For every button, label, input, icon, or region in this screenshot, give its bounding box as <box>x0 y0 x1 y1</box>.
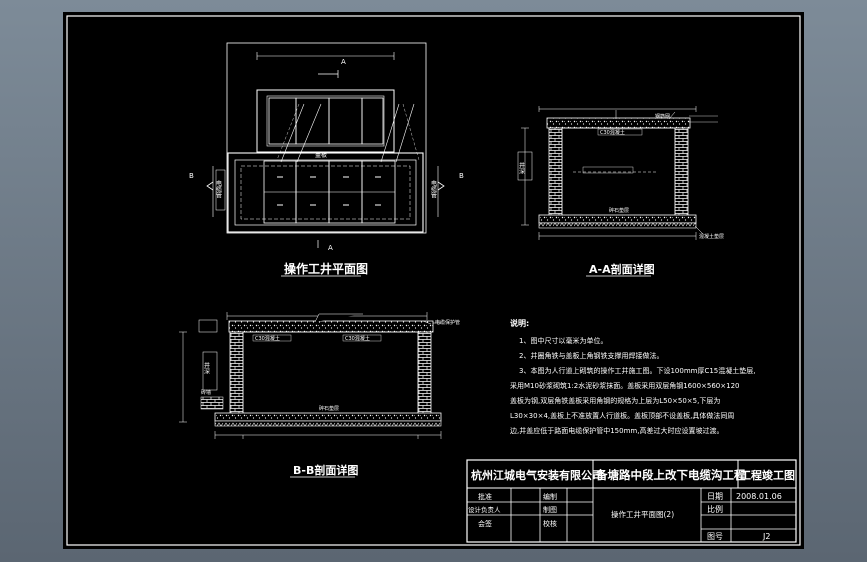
aa-label-cushion: 混凝土垫层 <box>699 233 724 240</box>
number-label: 图号 <box>707 532 723 541</box>
plan-label-pipe-left: 电缆管 <box>215 179 222 199</box>
title-block: 杭州江城电气安装有限公司 备塘路中段上改下电缆沟工程 工程竣工图 批准 设计负责… <box>466 459 797 543</box>
bb-label-depth: 井深 <box>203 361 210 375</box>
aa-label-rebar: 钢筋网 <box>655 113 670 120</box>
project-name: 备塘路中段上改下电缆沟工程 <box>595 468 746 482</box>
date-value: 2008.01.06 <box>736 492 782 501</box>
plan-section-b-right: B <box>459 172 464 180</box>
note-line-5: 盖板为钢,双层角铁盖板采用角钢的规格为上层为L50×50×5,下层为 <box>510 396 720 405</box>
note-line-3: 3、本图为人行道上砌筑的操作工井施工图。下设100mm厚C15混凝土垫层, <box>519 366 755 375</box>
aa-section-view: 井深 C30混凝土 钢筋网 碎石垫层 混凝土垫层 A-A剖面详图 <box>518 106 724 277</box>
note-line-2: 2、井圈角铁与盖板上角钢铁支撑用焊接做法。 <box>519 351 663 360</box>
bb-section-view: 井深 砖墙 C30混凝土 C30混凝土 碎石垫层 电缆保护管 B-B剖面详图 <box>179 312 460 478</box>
note-line-7: 边,井盖应低于路面电缆保护管中150mm,高差过大时应设置坡过渡。 <box>510 426 723 435</box>
company-name: 杭州江城电气安装有限公司 <box>471 468 603 482</box>
cad-drawing: A B B 电缆管 电缆管 盖板 A 操作工井平面图 <box>66 15 801 546</box>
bb-view-title: B-B剖面详图 <box>293 463 358 477</box>
plan-section-a-bottom: A <box>328 244 333 252</box>
bb-label-gravel: 碎石垫层 <box>319 405 339 412</box>
note-line-6: L30×30×4,盖板上不准放置人行道板。盖板顶部不设盖板,具体做法同周 <box>510 411 734 420</box>
role-design-lead: 设计负责人 <box>468 505 501 514</box>
aa-label-gravel: 碎石垫层 <box>609 207 629 214</box>
number-value: J2 <box>762 532 770 541</box>
plan-section-a-top: A <box>341 58 346 66</box>
plan-view: A B B 电缆管 电缆管 盖板 A 操作工井平面图 <box>189 42 464 277</box>
drawing-name: 操作工井平面图(2) <box>611 509 674 519</box>
date-label: 日期 <box>707 492 723 501</box>
note-line-1: 1、图中尺寸以毫米为单位。 <box>519 336 607 345</box>
aa-label-concrete: C30混凝土 <box>600 129 625 136</box>
role-countersign: 会签 <box>478 519 492 528</box>
bb-label-pipe: 电缆保护管 <box>435 319 460 326</box>
bb-label-concrete-left: C30混凝土 <box>255 335 280 342</box>
bb-label-concrete-right: C30混凝土 <box>345 335 370 342</box>
notes: 说明: 1、图中尺寸以毫米为单位。 2、井圈角铁与盖板上角钢铁支撑用焊接做法。 … <box>510 318 755 435</box>
plan-section-b-left: B <box>189 172 194 180</box>
aa-label-depth: 井深 <box>518 161 525 175</box>
aa-view-title: A-A剖面详图 <box>589 262 655 276</box>
plan-view-title: 操作工井平面图 <box>284 261 368 276</box>
document-type: 工程竣工图 <box>740 468 795 482</box>
drawing-frame <box>66 15 801 546</box>
scale-label: 比例 <box>707 504 723 514</box>
role-check: 校核 <box>543 519 557 528</box>
drawing-sheet: A B B 电缆管 电缆管 盖板 A 操作工井平面图 <box>63 12 804 549</box>
plan-label-cover: 盖板 <box>315 151 327 159</box>
plan-label-pipe-right: 电缆管 <box>430 179 437 199</box>
role-prepare: 编制 <box>543 492 557 501</box>
note-line-4: 采用M10砂浆砌筑1:2水泥砂浆抹面。盖板采用双层角钢1600×560×120 <box>510 381 739 390</box>
bb-label-wall: 砖墙 <box>201 389 211 396</box>
role-draw: 制图 <box>543 505 557 514</box>
role-approve: 批准 <box>478 492 492 501</box>
notes-title: 说明: <box>510 318 529 328</box>
